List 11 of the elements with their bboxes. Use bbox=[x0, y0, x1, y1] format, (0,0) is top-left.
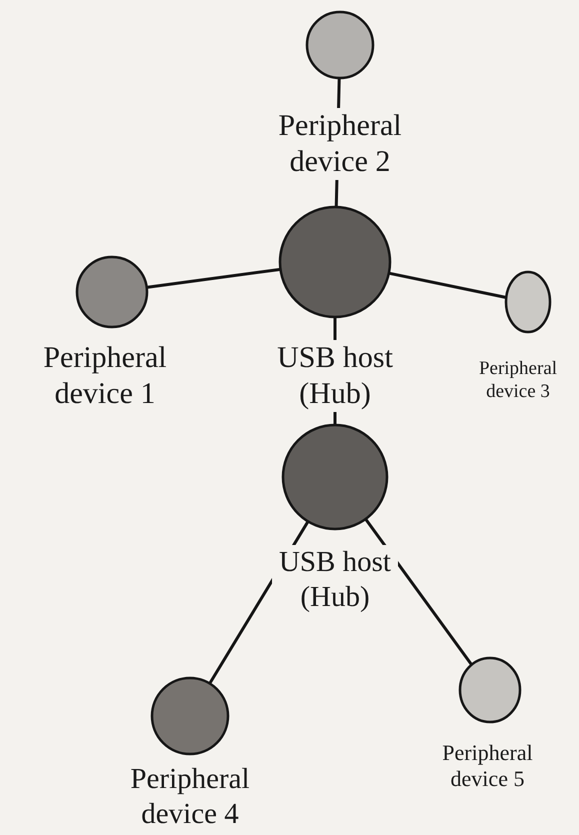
device-circle bbox=[504, 270, 552, 334]
device-label: USB host (Hub) bbox=[272, 545, 398, 615]
device-circle bbox=[458, 656, 522, 724]
device-circle bbox=[150, 676, 230, 756]
connector-line bbox=[364, 518, 473, 666]
device-circle bbox=[282, 424, 388, 530]
device-circle bbox=[278, 206, 392, 318]
device-circle bbox=[306, 10, 374, 80]
connector-line bbox=[388, 272, 507, 299]
device-circle bbox=[76, 256, 148, 328]
connector-line bbox=[146, 268, 281, 289]
